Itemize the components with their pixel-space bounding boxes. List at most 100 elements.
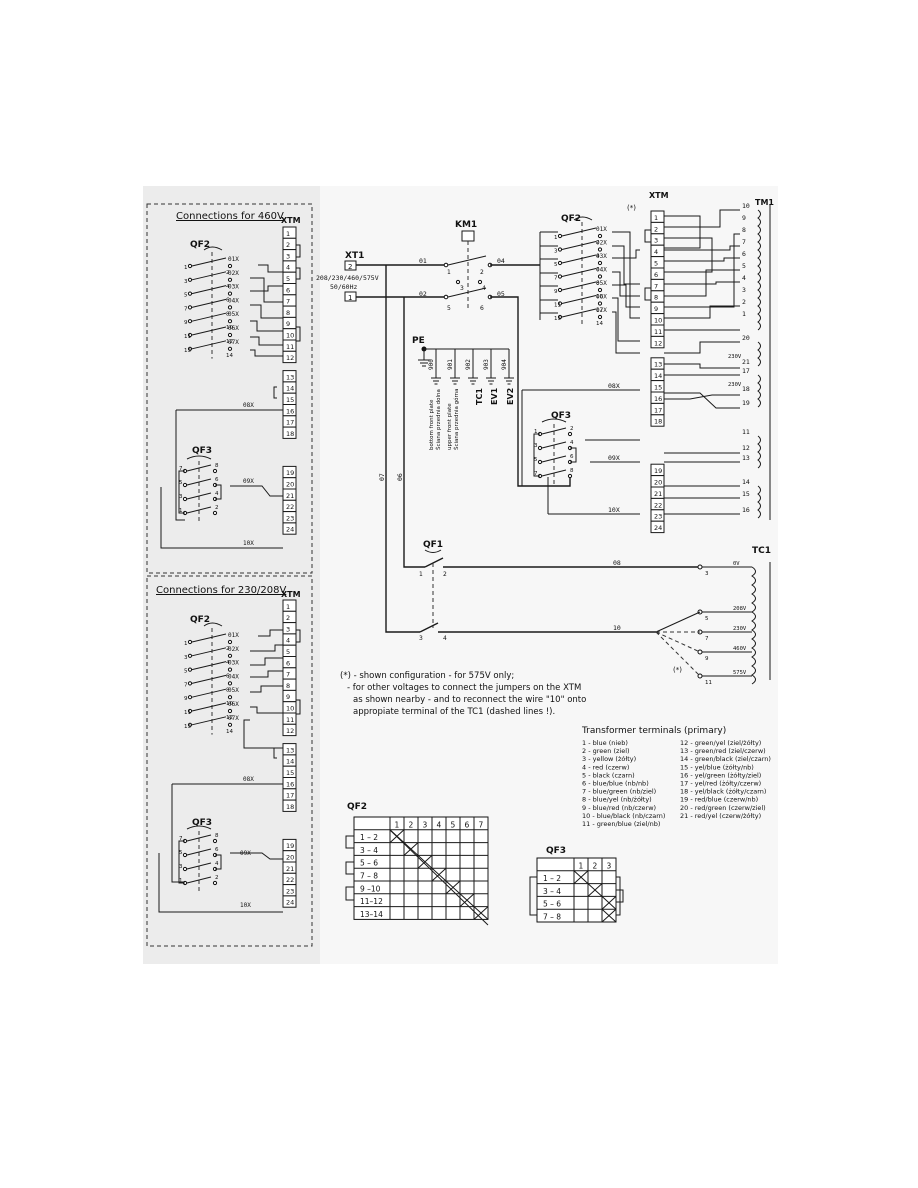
qf3-main-pin: 1	[534, 429, 538, 435]
inset-230v-qf2-pin: 10	[226, 701, 233, 707]
legend-entry: 16 - yel/green (żółty/ziel)	[680, 771, 761, 779]
inset-460v-qf2-handle	[203, 246, 223, 251]
inset-460v-qf2-pin: 10	[226, 325, 233, 331]
xtm-main-terminal-label: 12	[654, 339, 662, 347]
km1-pin: 2	[480, 269, 484, 276]
inset-230v-qf2-pin: 8	[226, 687, 230, 693]
qf2-table-row-label: 9 –10	[360, 884, 381, 893]
inset-460v-terminal-label: 19	[286, 469, 294, 477]
xtm-main-jumpers	[644, 229, 651, 301]
inset-460v-terminal-label: 21	[286, 492, 294, 500]
inset-460v-qf2-contact-node	[227, 277, 233, 282]
qf2-main-pin: 14	[596, 321, 603, 327]
inset-460v-terminal-label: 22	[286, 503, 294, 511]
tm1-winding	[757, 374, 761, 408]
inset-460v-qf2-contact-node	[227, 263, 233, 269]
xtm-main-terminal-label: 8	[654, 294, 658, 302]
inset-460v-terminal-label: 7	[286, 298, 290, 306]
qf2-table-closed-contact-mark	[473, 906, 489, 920]
xtm-main-terminal-label: 6	[654, 271, 658, 279]
xtm-main-terminal-label: 3	[654, 237, 658, 245]
tc1-tap-voltage: 460V	[733, 646, 747, 652]
inset-230v-qf2-wire-label: 02X	[228, 646, 239, 653]
xtm-main-terminal-label: 5	[654, 260, 658, 268]
qf2-main-contact-node	[557, 247, 563, 252]
qf2-main-contact-node	[597, 233, 603, 239]
km1-contact-blade	[447, 255, 487, 266]
legend-entry: 1 - blue (nieb)	[582, 739, 628, 747]
inset-460v-terminal-label: 12	[286, 354, 294, 362]
tm1-terminal-number: 4	[742, 274, 746, 282]
inset-460v-qf2-contact-node	[227, 332, 233, 338]
inset-460v-qf2-pin: 9	[184, 320, 188, 326]
inset-230v-frame	[146, 575, 313, 947]
inset-230v-qf2-contact-node	[227, 681, 233, 686]
wire-06-label: 06	[396, 473, 404, 481]
qf3-table-row-label: 3 – 4	[543, 887, 561, 896]
tm1-terminal-number: 2	[742, 298, 746, 306]
wire-08-label: 08	[613, 559, 621, 567]
tm1-winding	[757, 485, 761, 519]
legend-entry: 10 - blue/black (nb/czarn)	[582, 812, 665, 820]
inset-230v-qf2-contact-node	[227, 653, 233, 658]
qf3-table-title: QF3	[546, 846, 566, 856]
inset-460v-terminal-label: 23	[286, 514, 294, 522]
qf2-table-closed-contact-mark	[431, 867, 447, 882]
qf2-main-contact-blade	[561, 241, 597, 250]
tc1-asterisk: (*)	[673, 666, 682, 674]
tm1-terminal-number: 1	[742, 310, 746, 318]
inset-460v-qf3-contact-blade	[186, 464, 212, 472]
inset-230v-qf2-contact-node	[187, 667, 193, 672]
inset-460v-qf2-wire-label: 03X	[228, 284, 239, 291]
km1-label: KM1	[455, 220, 477, 230]
legend-entry: 11 - green/blue (ziel/nb)	[582, 820, 660, 828]
inset-230v-terminal-label: 8	[286, 682, 290, 690]
legend-entry: 12 - green/yel (ziel/żółty)	[680, 739, 761, 747]
inset-460v-qf2-pin: 2	[226, 270, 230, 276]
qf3-main-pin: 2	[570, 426, 574, 432]
xtm-main-terminal-label: 11	[654, 328, 662, 336]
qf2-table-column-header: 1	[395, 820, 400, 829]
inset-230v-qf2-contact-node	[187, 708, 193, 714]
qf2-main-contact-node	[557, 314, 563, 320]
pe-ground-lead	[486, 349, 496, 385]
inset-230v-terminal	[282, 799, 297, 812]
km1-contact-node	[443, 294, 449, 300]
qf2-main-contact-node	[597, 260, 603, 266]
xtm-main-terminal-label: 2	[654, 225, 658, 233]
inset-460v-qf3-contact-node	[212, 510, 218, 516]
km1-contact-blade	[447, 287, 487, 298]
qf2-table-row-label: 7 – 8	[360, 872, 378, 881]
supply-voltage: 208/230/460/575V	[316, 274, 379, 282]
xt1-terminal-1-label: 1	[348, 294, 352, 302]
inset-230v-terminal-label: 22	[286, 876, 294, 884]
qf2-main-handle	[573, 216, 593, 221]
inset-230v-qf2-pin: 5	[184, 669, 188, 675]
inset-230v-qf2-contact-node	[227, 708, 233, 714]
qf3-table-frame	[536, 857, 617, 923]
inset-230v-terminal-label: 3	[286, 625, 290, 633]
qf2-table-row-label: 1 – 2	[360, 833, 378, 842]
km1-coil	[461, 230, 475, 242]
tc1-wire-10-link	[655, 611, 701, 633]
inset-230v-qf3-jumpers	[178, 840, 222, 884]
inset-230v-qf2-contact-node	[227, 639, 233, 645]
inset-460v-qf3-contact-node	[182, 496, 188, 502]
inset-230v-terminal-label: 20	[286, 854, 294, 862]
inset-460v-qf2-contact-blade	[191, 257, 227, 267]
qf2-main-pin: 7	[554, 276, 558, 282]
qf2-main-contact-node	[557, 233, 563, 239]
inset-230v-qf2-contact-blade	[191, 674, 227, 684]
qf2-main-contact-node	[597, 274, 603, 279]
tm1-terminal-number: 15	[742, 490, 750, 498]
inset-460v-qf3-pin: 3	[179, 494, 183, 500]
inset-230v-qf3-pin: 2	[215, 875, 219, 881]
inset-460v-qf3-pin: 1	[179, 508, 183, 514]
xtm-main-terminal-label: 7	[654, 282, 658, 290]
inset-230v-qf2-contact-blade	[191, 647, 227, 657]
inset-230v-qf3-contact-blade	[186, 862, 212, 870]
tc1-label: TC1	[752, 546, 771, 556]
qf3-main-contact-node	[567, 431, 573, 437]
